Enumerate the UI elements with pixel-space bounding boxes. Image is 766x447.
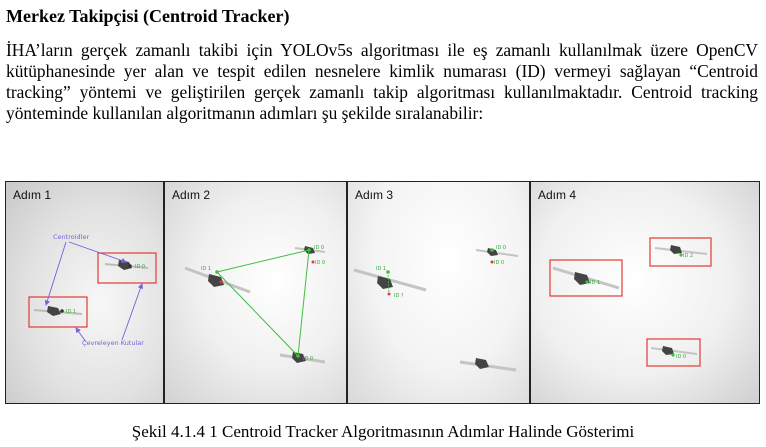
step-label-3: Adım 3 xyxy=(355,188,394,202)
id-tag: ID 0 xyxy=(315,260,325,266)
drone-icon xyxy=(459,358,517,372)
id-tag: ID 0 xyxy=(676,354,686,360)
id-tag: ID 0 xyxy=(494,260,504,266)
drone-icon xyxy=(353,268,427,292)
bounding-box xyxy=(649,237,712,267)
step-panel-2: Adım 2 ID 1 ID 0 ID 0 xyxy=(163,182,346,403)
step-1-illustration: ID 0 ID 1 Centroidler Çevreleyen Kutular xyxy=(28,233,157,347)
drone-icon xyxy=(475,248,519,257)
step-3-illustration: ID 1 ID 0 ID 0 ID ? xyxy=(353,245,519,372)
id-tag: ID 2 xyxy=(683,253,693,259)
id-tag: ID 0 xyxy=(314,245,324,251)
bounding-box xyxy=(97,252,157,284)
step-panel-3: Adım 3 ID 1 ID 0 ID 0 ID ? xyxy=(346,182,529,403)
figure-steps: Adım 1 ID 0 ID 1 Centroidler xyxy=(5,181,760,404)
bounding-box xyxy=(549,259,623,297)
step-panel-4: Adım 4 ID 2 ID 1 ID 0 xyxy=(529,182,759,403)
figure-caption: Şekil 4.1.4 1 Centroid Tracker Algoritma… xyxy=(131,422,635,441)
bounding-box xyxy=(646,338,701,367)
step-label-4: Adım 4 xyxy=(538,188,577,202)
step-label-2: Adım 2 xyxy=(172,188,211,202)
id-tag: ID 1 xyxy=(376,266,386,272)
id-tag: ID 1 xyxy=(201,266,211,272)
bounding-box xyxy=(28,296,88,328)
annotation-boxes: Çevreleyen Kutular xyxy=(82,339,144,347)
step-4-illustration: ID 2 ID 1 ID 0 xyxy=(549,237,712,367)
drone-icon xyxy=(33,306,83,316)
id-tag: ID 1 xyxy=(590,280,600,286)
id-tag: ID ? xyxy=(394,293,404,299)
id-tag: ID 1 xyxy=(66,309,76,315)
drone-icon xyxy=(552,266,620,290)
drone-icon xyxy=(184,266,251,294)
body-paragraph: İHA’ların gerçek zamanlı takibi için YOL… xyxy=(6,40,758,123)
section-heading: Merkez Takipçisi (Centroid Tracker) xyxy=(6,6,290,26)
drone-icon xyxy=(279,352,326,364)
step-panel-1: Adım 1 ID 0 ID 1 Centroidler xyxy=(6,182,163,403)
annotation-centroids: Centroidler xyxy=(53,233,89,241)
id-tag: ID 0 xyxy=(303,356,313,362)
drone-icon xyxy=(654,245,708,255)
step-2-illustration: ID 1 ID 0 ID 0 ID 0 xyxy=(184,245,326,364)
id-tag: ID 0 xyxy=(135,264,145,270)
drone-icon xyxy=(650,346,698,355)
step-label-1: Adım 1 xyxy=(13,188,52,202)
id-tag: ID 0 xyxy=(496,245,506,251)
